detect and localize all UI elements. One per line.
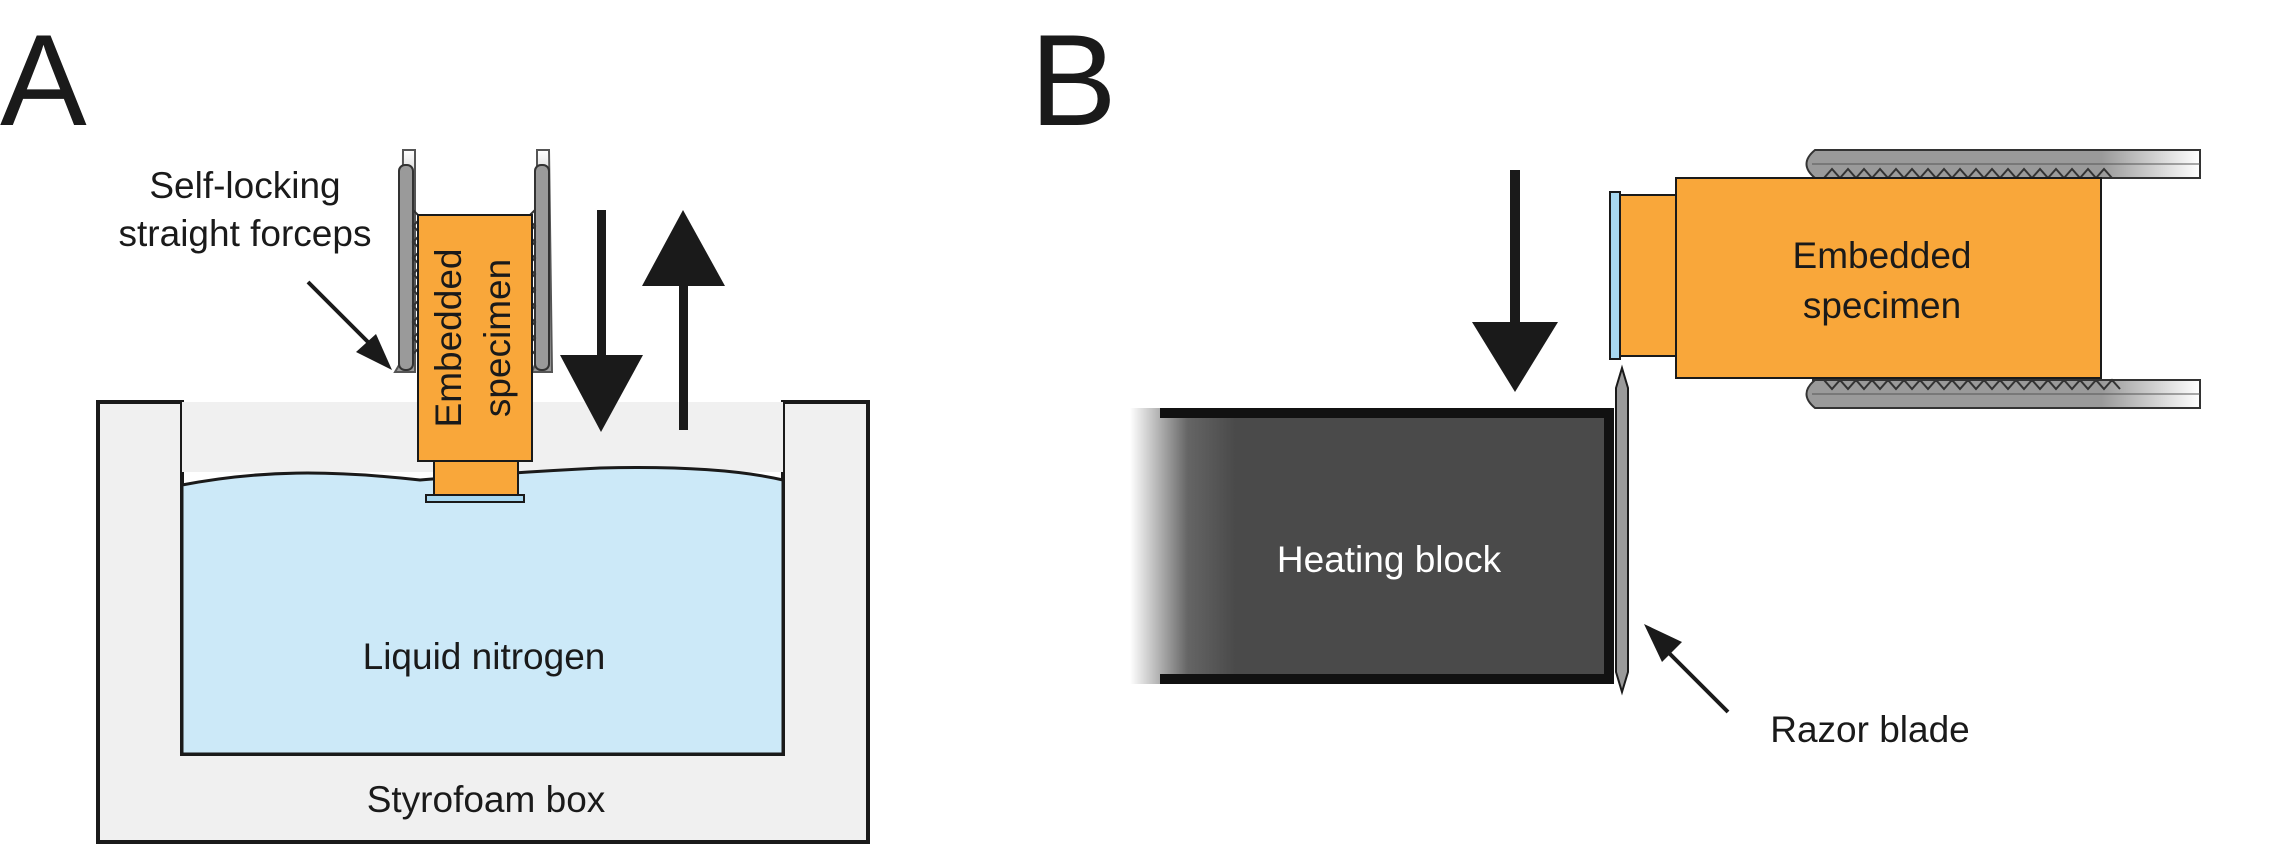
liquid-nitrogen-label: Liquid nitrogen (363, 636, 606, 677)
specimen-b-label-line2: specimen (1803, 285, 1961, 326)
panel-a: A Liquid nitrogen Styrofoam box Embedded… (0, 7, 870, 844)
specimen-a-label-line2: specimen (477, 259, 518, 417)
razor-pointer-arrow (1644, 624, 1730, 714)
forceps-label-line1: Self-locking (149, 165, 340, 206)
forceps-pointer-arrow (306, 280, 392, 370)
heating-block-label: Heating block (1277, 539, 1502, 580)
specimen-a-label-line1: Embedded (428, 249, 469, 428)
down-arrow-a (560, 210, 643, 432)
panel-b-letter: B (1030, 7, 1117, 153)
embedded-specimen-a: Embedded specimen (417, 214, 533, 503)
razor-blade (1615, 364, 1629, 696)
styrofoam-box-label: Styrofoam box (367, 779, 606, 820)
panel-a-letter: A (0, 7, 87, 153)
panel-b: B Heating block (1030, 7, 2201, 750)
forceps-label-line2: straight forceps (119, 213, 372, 254)
heating-block: Heating block (1130, 408, 1614, 684)
specimen-b-label-line1: Embedded (1793, 235, 1972, 276)
liquid-nitrogen (180, 466, 785, 756)
razor-blade-label: Razor blade (1770, 709, 1970, 750)
embedded-specimen-b: Embedded specimen (1609, 177, 2102, 379)
up-arrow-a (642, 210, 725, 430)
down-arrow-b (1472, 170, 1558, 392)
forceps-horizontal (1805, 149, 2201, 409)
